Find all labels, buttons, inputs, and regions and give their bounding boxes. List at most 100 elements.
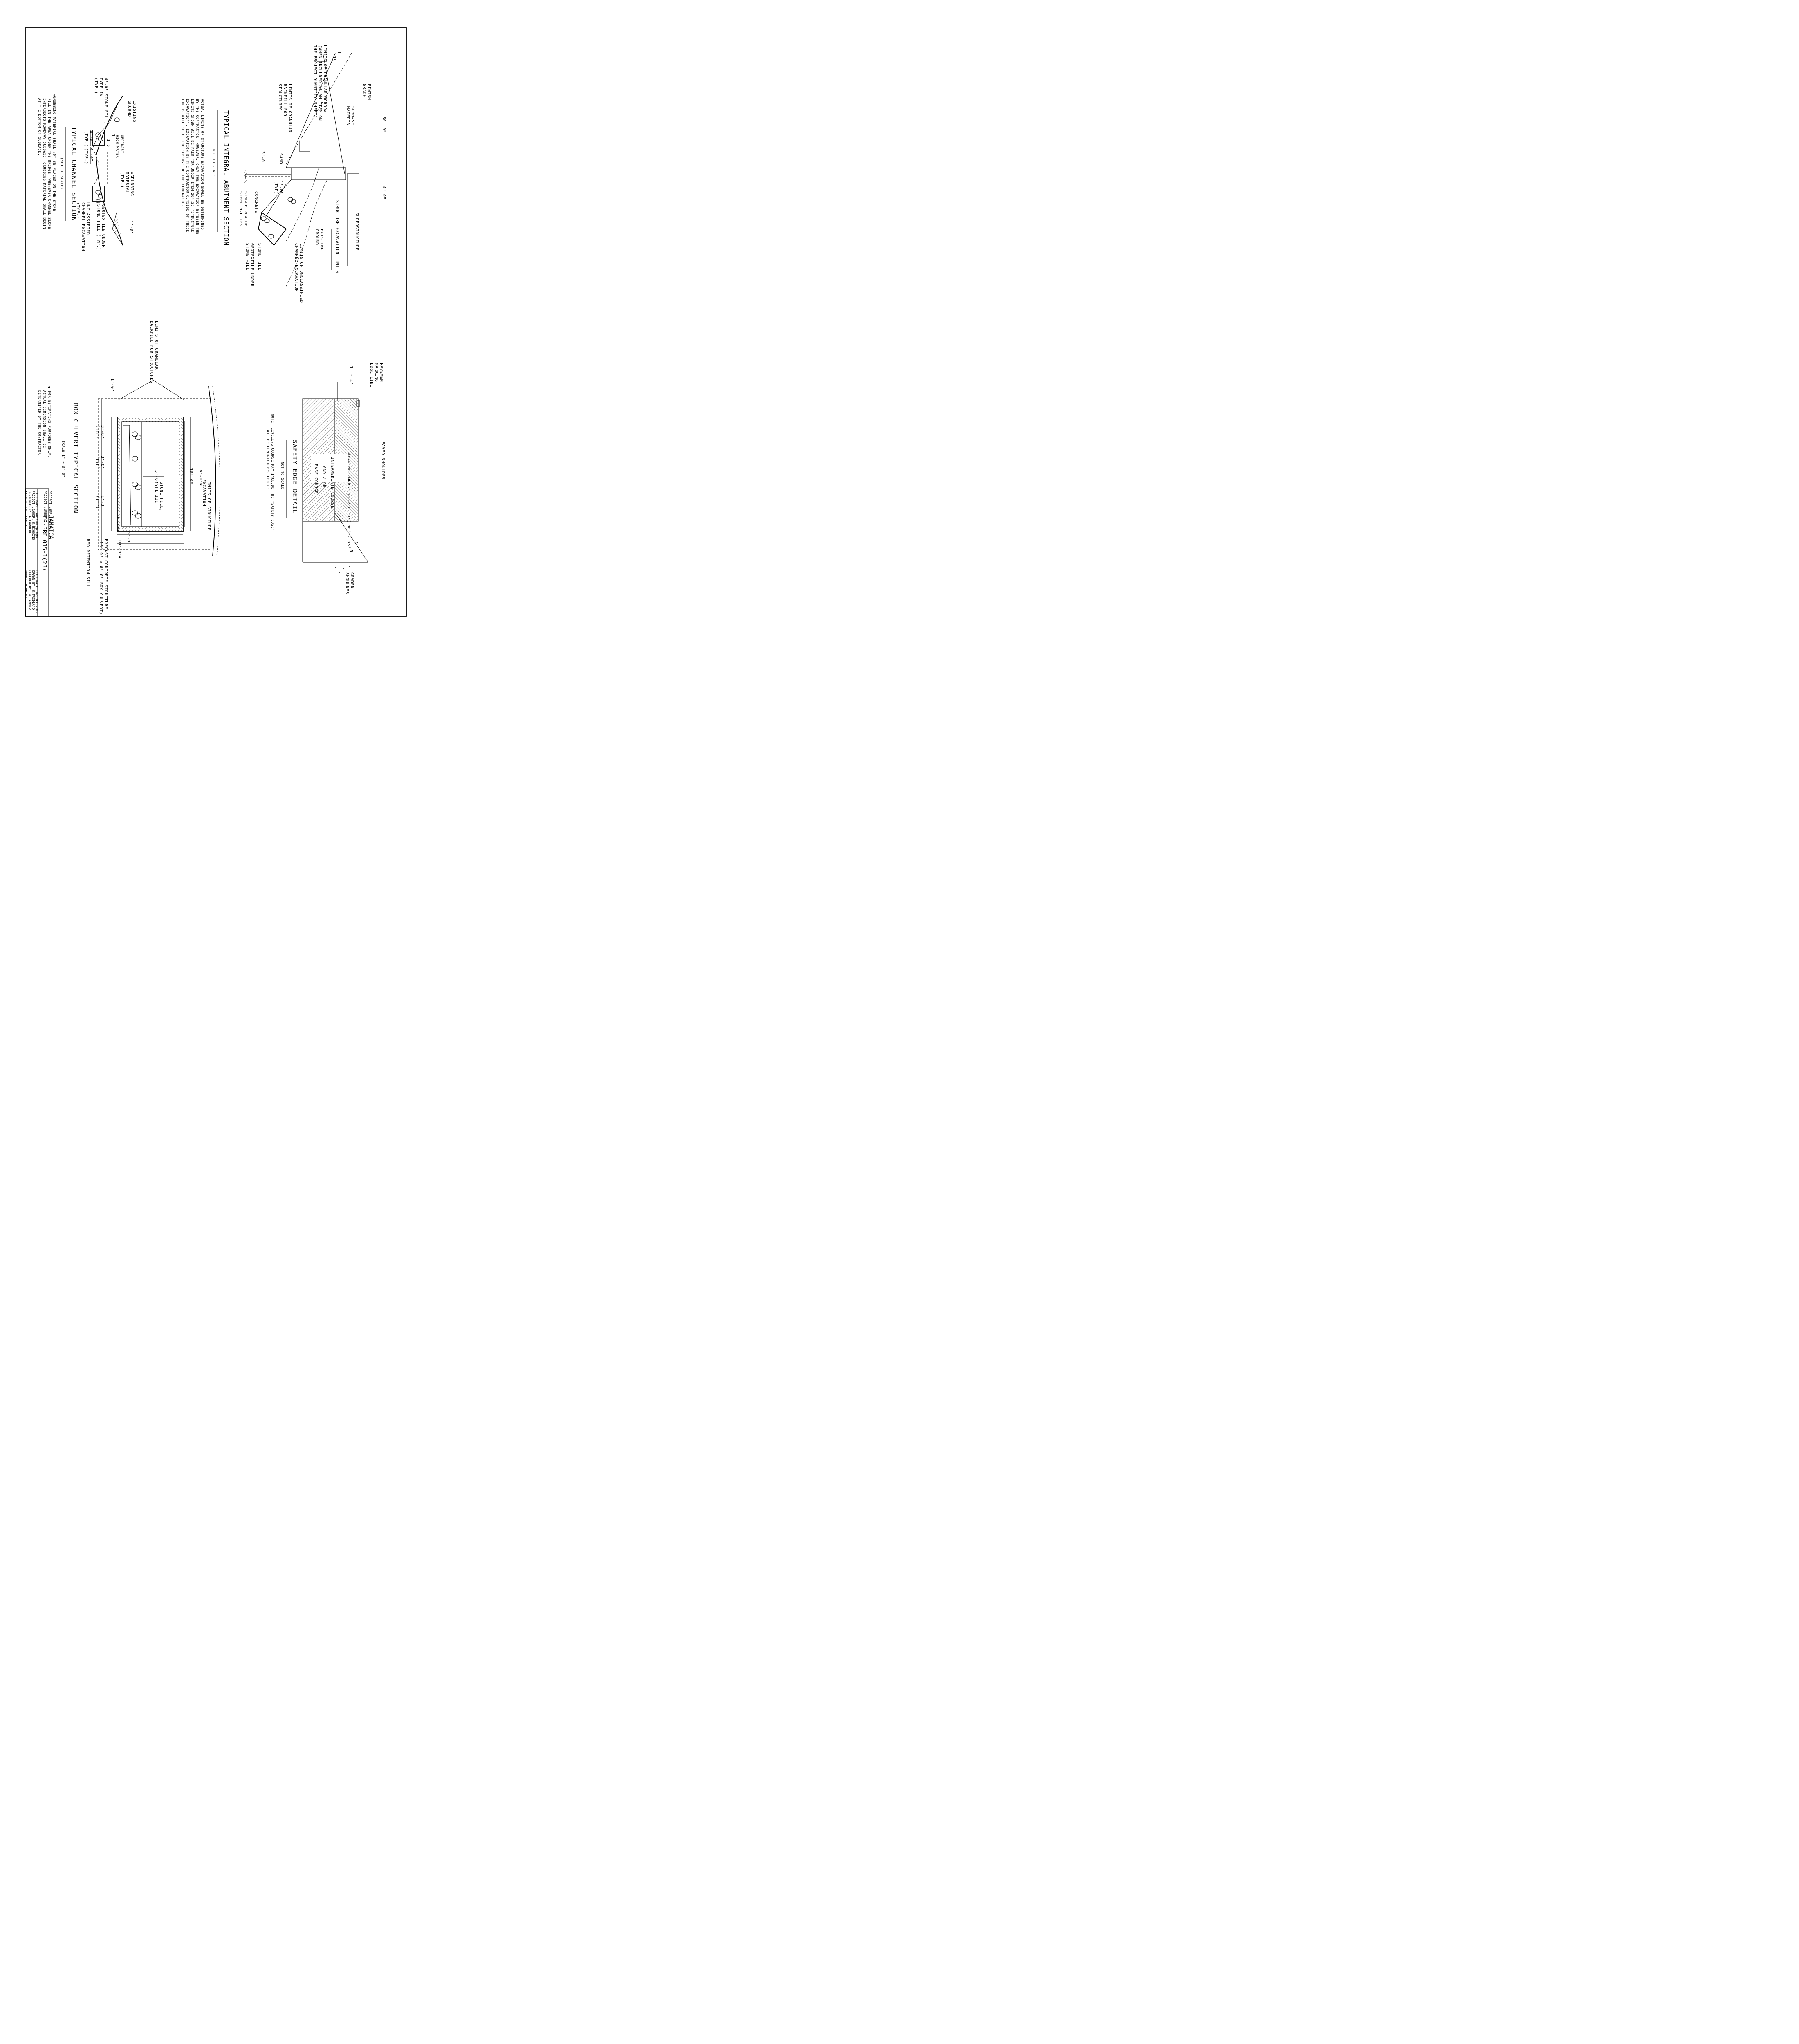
ch-geotextile-2: STONE FILL (TYP.) (96, 204, 101, 251)
ch-stone-fill: 4'-0" STONE FILL, (103, 78, 108, 124)
channel-labels: EXISTING GROUND 4'-0" STONE FILL, TYPE I… (37, 78, 137, 251)
pavement-marking (356, 400, 360, 407)
slope-b: 1½ (332, 56, 336, 61)
ch-ordinary-2: HIGH WATER (115, 135, 119, 158)
abutment-wall (291, 167, 346, 180)
abutment-subtitle: NOT TO SCALE (211, 149, 215, 177)
label-paved-shoulder: PAVED SHOULDER (381, 442, 385, 480)
ch-unclass-3: (TYP.) (76, 202, 80, 219)
abutment-note-1: ACTUAL LIMITS OF STRUCTURE EXCAVATION SH… (200, 99, 204, 230)
label-sand: SAND (278, 153, 283, 164)
abutment-note-5: LIMITS WILL BE AT THE EXPENSE OF THE CON… (180, 99, 184, 209)
label-piles: SINGLE ROW OF (243, 191, 248, 226)
label-base: BASE COURSE (314, 464, 318, 494)
abutment-title: TYPICAL INTEGRAL ABUTMENT SECTION (222, 110, 230, 246)
ch-slope-b: 1 (111, 134, 115, 137)
label-backfill-3: STRUCTURES (278, 84, 282, 111)
label-and-or: AND / OR (322, 466, 326, 488)
label-angle: 30° - 35° (346, 524, 351, 549)
stone-fill-left (92, 130, 105, 146)
existing-ground-line (208, 386, 216, 556)
ch-grubbing: ✱GRUBBING (130, 172, 134, 196)
channel-note-4: AT THE BOTTOM OF SUBBASE. (37, 98, 41, 155)
tb-project-number-label: PROJECT NUMBER: (43, 491, 47, 520)
culvert-note-2: ACTUAL DIMENSION SHALL BE (42, 390, 46, 448)
label-graded: GRADED (350, 572, 354, 589)
dim-3a-typ: (TYP) (95, 425, 100, 439)
safety-note-1: NOTE: LEVELING COURSE MAY INCLUDE THE "S… (270, 414, 274, 531)
label-geotextile-2: STONE FILL (245, 243, 249, 270)
dim-1-typ-2: (TYP) (95, 495, 100, 509)
dim-10: 10'-0"✱ (117, 540, 122, 558)
tb-sheet: SHEET 10 OF 82 (24, 570, 28, 598)
label-intermediate: INTERMEDIATE COURSE (330, 457, 334, 509)
label-finish-grade: FINISH (367, 84, 371, 100)
label-finish-grade-2: GRADE (362, 84, 366, 97)
ch-dim-4-typ: (TYP.) (84, 148, 88, 164)
stone-fill-right (92, 186, 105, 202)
label-pavement-marking: PAVEMENT (379, 363, 384, 385)
culvert-labels: LIMITS OF GRANULAR BACKFILL FOR STRUCTUR… (37, 321, 211, 614)
abutment-section (244, 51, 359, 287)
label-subbase: SUBBASE (350, 106, 355, 125)
tb-checked-by: CHECKED BY: W.LAMMER (28, 570, 31, 610)
label-bed-sill: BED RETENTION SILL (85, 539, 90, 587)
ch-existing: EXISTING (132, 101, 137, 122)
dim-4: 4'-0" (381, 186, 386, 199)
label-existing-ground-2: GROUND (314, 229, 319, 245)
channel-note-1: ✱GRUBBING MATERIAL SHALL NOT BE PLACED O… (52, 94, 56, 211)
culvert-note-1: ✱ FOR ESTIMATING PURPOSES ONLY. (47, 386, 51, 457)
dim-5: 5'-0" (154, 470, 159, 484)
safety-note-2: AT THE CONTRACTOR'S CHOICE. (265, 430, 269, 492)
tb-sheet-title: TYPICAL SECTIONS 2 (24, 491, 28, 526)
slope-1: 1 (354, 542, 358, 545)
label-graded-2: SHOULDER (345, 572, 349, 594)
title-block: PROJECT NAME: JAMAICA PROJECT NUMBER: ER… (24, 488, 54, 616)
ch-stone-fill-2: TYPE IV (99, 78, 103, 96)
dim-1-typ: 1'-0" (100, 495, 105, 509)
culvert-section (98, 380, 220, 556)
label-wearing: WEARING COURSE (1-2 LIFTS) (346, 453, 351, 523)
abutment-note-2: BY THE CONTRACTOR. HOWEVER, ONLY THE EXC… (195, 99, 199, 234)
label-granular-borrow: LIMITS OF GRANULAR BORROW (323, 45, 327, 113)
label-unclass-2: CHANNEL EXCAVATION (294, 243, 298, 292)
abutment-note-4: EXCAVATION". EXCAVATION BY THE CONTRACTO… (185, 99, 189, 232)
label-geotextile: GEOTEXTILE UNDER (250, 243, 254, 287)
tb-designed-by: DESIGNED BY: G.LAROCHE (28, 491, 31, 534)
abutment-note-3: LIMITS SHOWN WILL BE PAID FOR UNDER ITEM… (190, 99, 194, 232)
safety-title: SAFETY EDGE DETAIL (291, 440, 298, 514)
channel-section (90, 96, 123, 246)
culvert-subtitle: SCALE 1" = 3'-0" (61, 441, 65, 477)
safety-subtitle: NOT TO SCALE (280, 462, 284, 489)
label-backfill: LIMITS OF GRANULAR (287, 84, 292, 133)
dim-3: 3'-0" (260, 151, 265, 165)
label-limits-exc-2: EXCAVATION (202, 479, 206, 506)
culvert-title: BOX CULVERT TYPICAL SECTION (72, 403, 79, 513)
dim-1-star: 1'-0"✱ (115, 516, 120, 532)
channel-note-2: FILL IN THE AREA UNDER THE BRIDGE. WHENE… (47, 98, 51, 229)
ch-grubbing-3: (TYP.) (120, 172, 124, 188)
tb-project-name: JAMAICA (47, 515, 54, 540)
channel-subtitle: (NOT TO SCALE) (59, 157, 63, 190)
dim-18: 18'-0"✱ (198, 467, 203, 486)
dim-1-0: 1'-0" (110, 378, 114, 392)
ch-dim-8-typ: (TYP.) (84, 131, 88, 147)
label-concrete: CONCRETE (254, 191, 258, 213)
culvert-note-3: DETERMINED BY THE CONTRACTOR (37, 390, 41, 455)
label-superstructure: SUPERSTRUCTURE (354, 213, 359, 251)
label-piles-2: STEEL H-PILES (238, 191, 243, 226)
label-granular-borrow-2: (WHEN INCLUDED AS AN ITEM ON (318, 45, 322, 121)
channel-title: TYPICAL CHANNEL SECTION (70, 127, 78, 221)
label-stone-fill-iii-2: TYPE III (154, 482, 159, 503)
abutment-labels: FINISH GRADE LIMITS OF GRANULAR BORROW (… (180, 45, 386, 303)
slope-a: 1 (336, 51, 341, 54)
drawing-sheet: FINISH GRADE LIMITS OF GRANULAR BORROW (… (24, 27, 407, 617)
tb-project-name-label: PROJECT NAME: (48, 491, 52, 516)
dim-3a: 3'-0" (100, 425, 105, 439)
dim-3b-typ: (TYP) (95, 456, 100, 469)
label-stone-fill-iii: STONE FILL, (159, 482, 164, 511)
label-granular-borrow-3: THE PROJECT QUANTITY SHEET) (313, 45, 317, 118)
ch-unclass: UNCLASSIFIED (85, 202, 90, 235)
ch-stone-fill-3: (TYP.) (94, 78, 98, 94)
tb-project-leader: PROJECT LEADER: K.HIGGINS (31, 491, 35, 540)
